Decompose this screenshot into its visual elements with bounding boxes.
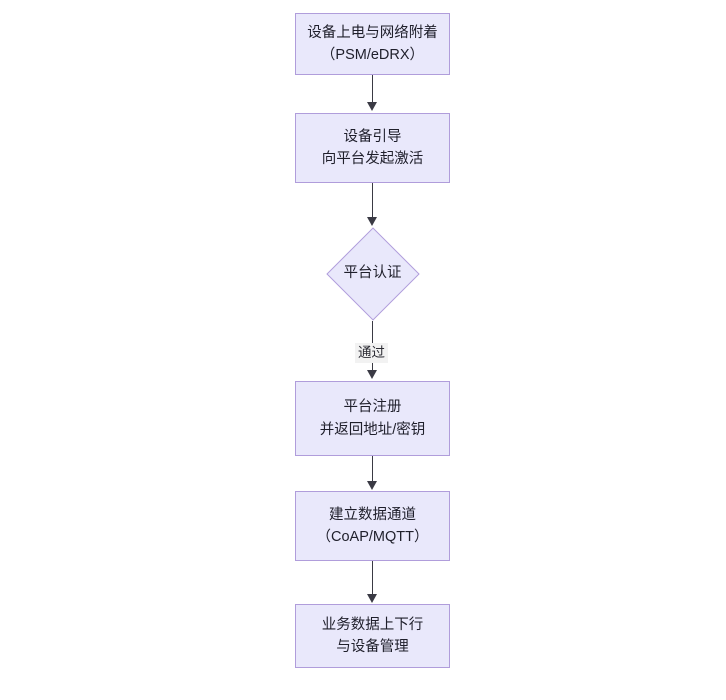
node-service-data-line-1: 业务数据上下行	[321, 616, 424, 633]
connector-power-on-to-bootstrap	[372, 75, 373, 103]
arrowhead-power-on-to-bootstrap	[367, 102, 377, 111]
node-platform-register-line-1: 平台注册	[343, 399, 402, 416]
node-data-channel-line-1: 建立数据通道	[329, 506, 416, 523]
connector-register-to-channel	[372, 456, 373, 482]
node-platform-register-line-2: 并返回地址/密钥	[319, 421, 426, 438]
node-bootstrap-line-1: 设备引导	[343, 128, 402, 145]
node-service-data-line-2: 与设备管理	[336, 639, 409, 655]
arrowhead-bootstrap-to-auth	[367, 217, 377, 226]
edge-label-pass: 通过	[355, 343, 388, 363]
node-power-on-line-2: （PSM/eDRX）	[320, 47, 425, 63]
node-platform-auth[interactable]: 平台认证	[325, 226, 420, 321]
node-bootstrap-line-2: 向平台发起激活	[321, 151, 424, 167]
connector-bootstrap-to-auth	[372, 183, 373, 218]
arrowhead-register-to-channel	[367, 481, 377, 490]
arrowhead-channel-to-service	[367, 594, 377, 603]
node-bootstrap[interactable]: 设备引导 向平台发起激活	[295, 113, 450, 183]
node-data-channel[interactable]: 建立数据通道 （CoAP/MQTT）	[295, 491, 450, 561]
node-data-channel-line-2: （CoAP/MQTT）	[316, 529, 429, 545]
node-platform-register[interactable]: 平台注册 并返回地址/密钥	[295, 381, 450, 456]
node-platform-auth-label: 平台认证	[343, 264, 402, 281]
node-power-on[interactable]: 设备上电与网络附着 （PSM/eDRX）	[295, 13, 450, 75]
connector-channel-to-service	[372, 561, 373, 595]
node-service-data[interactable]: 业务数据上下行 与设备管理	[295, 604, 450, 668]
node-power-on-line-1: 设备上电与网络附着	[307, 24, 438, 41]
arrowhead-auth-to-register	[367, 370, 377, 379]
